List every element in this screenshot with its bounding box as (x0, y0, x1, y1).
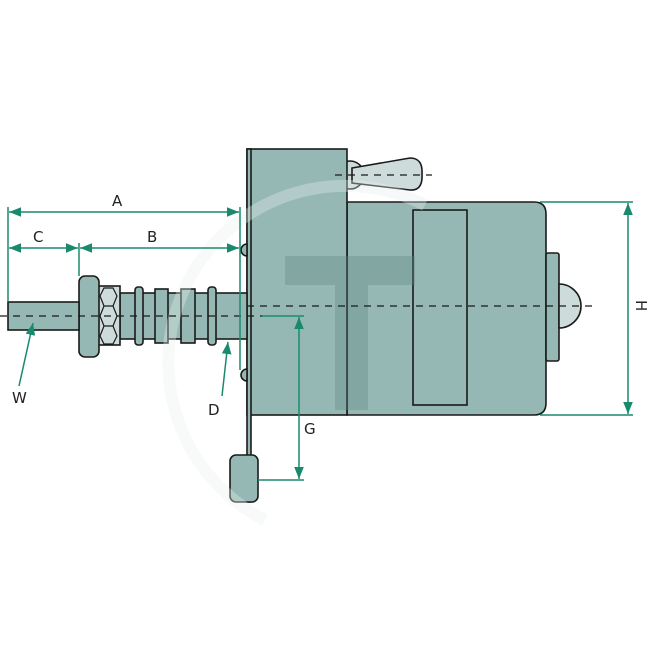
label-C: C (33, 228, 43, 246)
label-B: B (147, 228, 157, 246)
lever (351, 157, 423, 191)
label-A: A (112, 192, 123, 210)
screw-top (240, 243, 248, 257)
leader-D (221, 341, 232, 397)
label-G: G (304, 420, 316, 438)
screw-bottom (240, 368, 248, 382)
mounting-foot (229, 454, 259, 503)
label-D: D (208, 401, 220, 419)
end-cap (545, 252, 560, 362)
motor-window (412, 209, 468, 406)
end-dome (558, 283, 582, 329)
watermark (162, 179, 428, 526)
label-H: H (632, 300, 650, 311)
leader-W (18, 322, 36, 387)
label-W: W (12, 389, 27, 407)
